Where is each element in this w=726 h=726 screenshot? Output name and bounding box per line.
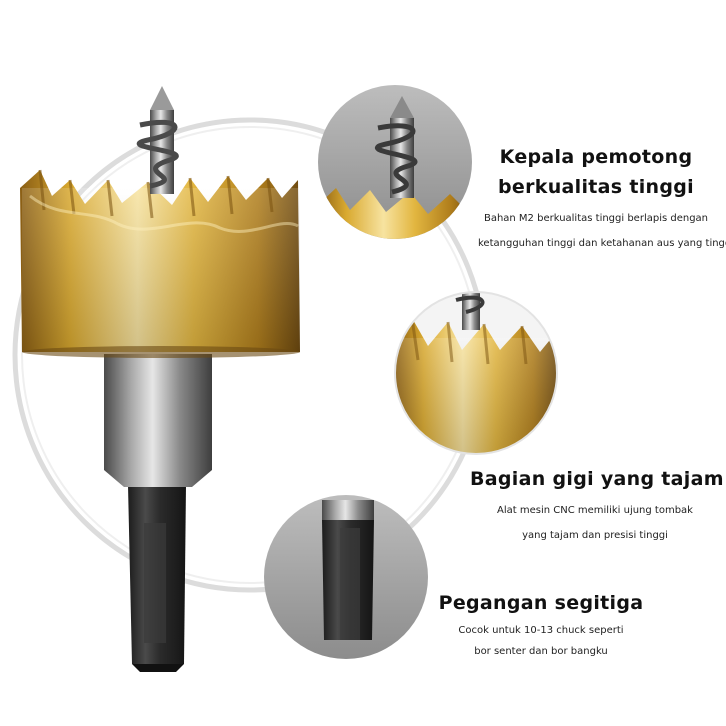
feature-description: ketangguhan tinggi dan ketahanan aus yan… [478, 238, 726, 249]
feature-hex-shank: Pegangan segitiga Cocok untuk 10-13 chuc… [436, 588, 646, 660]
feature-description: yang tajam dan presisi tinggi [522, 530, 668, 541]
feature-title: Pegangan segitiga [438, 592, 644, 614]
feature-title: Kepala pemotong [499, 146, 693, 168]
feature-description: Bahan M2 berkualitas tinggi berlapis den… [483, 213, 709, 224]
feature-title: Bagian gigi yang tajam [470, 468, 724, 490]
feature-cutting-head: Kepala pemotong berkualitas tinggi Bahan… [478, 142, 726, 252]
saw-teeth-closeup [394, 291, 558, 455]
hex-shank-closeup [264, 495, 428, 659]
feature-description: bor senter dan bor bangku [474, 646, 608, 657]
feature-description: Alat mesin CNC memiliki ujung tombak [497, 505, 693, 516]
cutting-head-closeup [318, 85, 472, 239]
feature-description: Cocok untuk 10-13 chuck seperti [458, 625, 624, 636]
feature-title: berkualitas tinggi [498, 176, 694, 198]
feature-sharp-teeth: Bagian gigi yang tajam Alat mesin CNC me… [470, 464, 724, 544]
hole-saw-drill-bit [20, 86, 300, 672]
